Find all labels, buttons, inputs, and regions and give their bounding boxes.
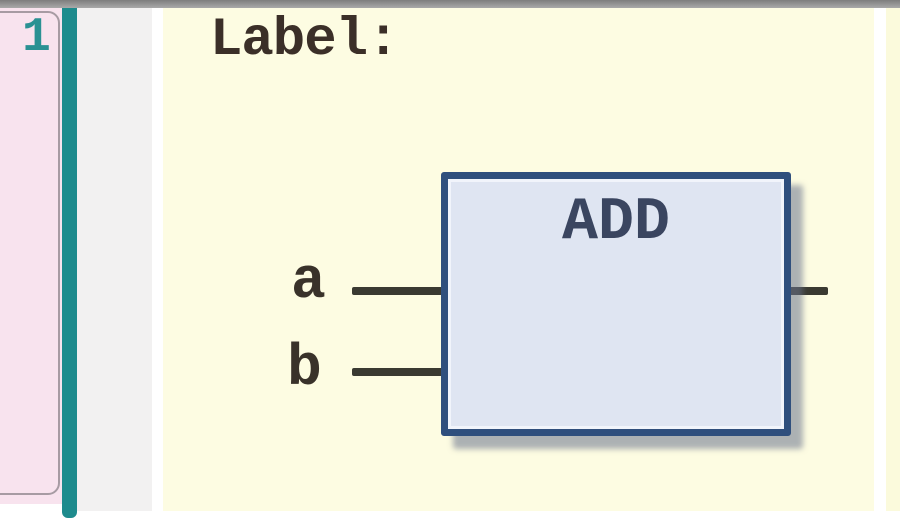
wire-output xyxy=(787,287,828,295)
wire-input-b xyxy=(352,368,444,376)
window-top-edge xyxy=(0,0,900,8)
canvas-right-edge xyxy=(886,8,900,511)
network-number[interactable]: 1 xyxy=(22,11,51,65)
block-input-a[interactable]: a xyxy=(291,250,326,315)
network-selection-outline xyxy=(0,11,60,495)
margin-column xyxy=(77,8,152,511)
add-block-title: ADD xyxy=(561,189,671,257)
wire-input-a xyxy=(352,287,444,295)
gutter-divider xyxy=(62,8,77,518)
network-gutter[interactable]: 1 xyxy=(0,8,62,504)
network-label[interactable]: Label: xyxy=(210,10,399,71)
block-input-b[interactable]: b xyxy=(287,337,322,402)
add-function-block[interactable]: ADD xyxy=(441,172,791,436)
